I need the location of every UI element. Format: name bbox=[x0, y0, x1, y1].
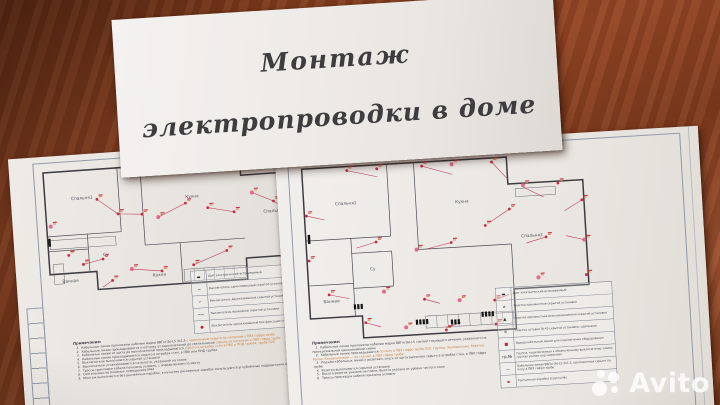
avito-watermark: Avito bbox=[592, 367, 710, 399]
legend-symbol-icon: гр.№ bbox=[499, 349, 516, 363]
title-line-2: электропроводки в доме bbox=[140, 89, 538, 144]
room-label-wc: Су bbox=[369, 266, 376, 272]
legend-symbol-icon: ⌐⌐ bbox=[193, 307, 210, 321]
legend-symbol-icon: ▬ bbox=[190, 270, 207, 284]
avito-wordmark: Avito bbox=[629, 367, 710, 399]
legend-symbol-icon: — bbox=[499, 362, 517, 376]
legend-symbol-icon: ▲ bbox=[497, 312, 514, 326]
avito-logo-icon bbox=[592, 367, 622, 399]
legend-symbol-icon: ⌀ bbox=[496, 300, 513, 313]
floor-plan-drawing bbox=[300, 156, 593, 339]
legend-symbol-icon: ■ bbox=[498, 337, 515, 351]
title-sheet: Монтаж электропроводки в доме bbox=[111, 0, 563, 178]
legend-symbol-icon: ⌐ bbox=[191, 282, 208, 296]
legend-symbol-icon: ≡ bbox=[497, 324, 514, 338]
room-label-bath: Ванная bbox=[323, 298, 340, 305]
floor-plan-sheet-right: Спальня1 Кухня Спальня2 Су Ванная ▬ Щит … bbox=[274, 125, 716, 405]
legend-symbol-icon: ⌐ bbox=[192, 295, 209, 309]
room-label-kitchen2: Кухня bbox=[152, 272, 167, 279]
room-label-wc: Су bbox=[102, 252, 109, 258]
legend-symbol-icon: ▬ bbox=[495, 287, 512, 301]
room-label-kitchen: Кухня bbox=[185, 193, 199, 200]
title-line-1: Монтаж bbox=[259, 39, 412, 78]
legend-symbol-icon: ▪ bbox=[500, 374, 517, 388]
room-label-kitchen: Кухня bbox=[454, 198, 469, 205]
